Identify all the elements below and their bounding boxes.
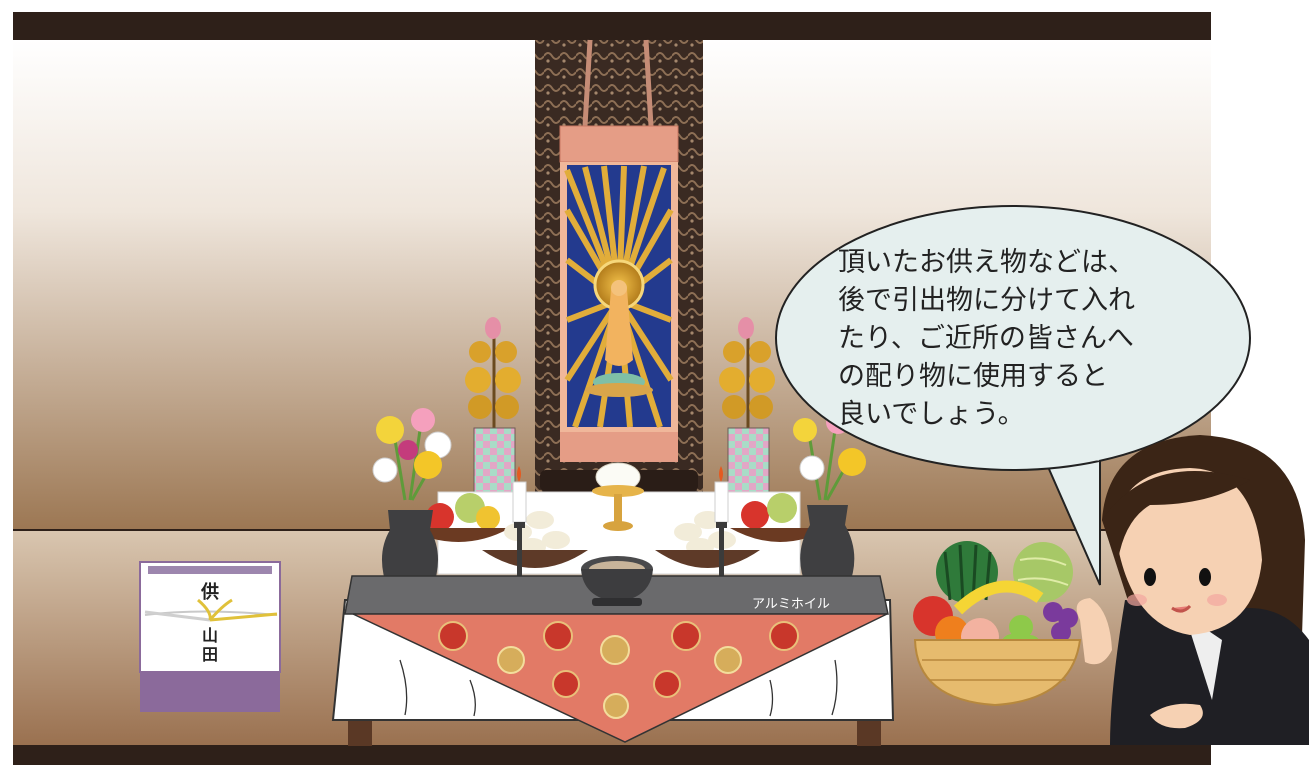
speech-bubble-text: 頂いたお供え物などは、 後で引出物に分けて入れ たり、ご近所の皆さんへ の配り物… xyxy=(838,244,1218,434)
speech-line-5: 良いでしょう。 xyxy=(838,399,1025,430)
gold-lotus-left xyxy=(465,317,521,499)
gift-name-line1: 山 xyxy=(202,626,218,645)
gift-box: 供 山 田 xyxy=(139,561,281,712)
vase-left xyxy=(381,510,439,590)
manju-plate-left xyxy=(482,511,588,568)
altar-table xyxy=(331,575,895,746)
gold-lotus-right xyxy=(719,317,775,499)
rice-offering xyxy=(592,462,644,531)
speech-line-2: 後で引出物に分けて入れ xyxy=(838,285,1135,316)
speech-line-1: 頂いたお供え物などは、 xyxy=(838,247,1135,278)
woman-in-suit xyxy=(1076,435,1309,745)
foil-label: アルミホイル xyxy=(752,597,830,612)
speech-line-3: たり、ご近所の皆さんへ xyxy=(838,323,1134,354)
ceiling-beam xyxy=(13,12,1211,40)
flower-bouquet-left xyxy=(372,408,452,501)
hanging-scroll xyxy=(535,39,703,495)
vase-right xyxy=(800,505,855,588)
fruit-basket xyxy=(913,541,1082,707)
tablecloth-triangle xyxy=(352,613,888,743)
buddha-figure xyxy=(605,280,633,366)
banana xyxy=(953,580,1044,615)
floor-beam xyxy=(13,745,1211,765)
manju-plate-right xyxy=(655,511,760,568)
speech-line-4: の配り物に使用すると xyxy=(838,361,1108,392)
speech-bubble xyxy=(775,205,1251,586)
gift-name-line2: 田 xyxy=(202,645,218,664)
gift-noshi-top: 供 xyxy=(200,581,219,603)
incense-burner xyxy=(581,556,653,606)
